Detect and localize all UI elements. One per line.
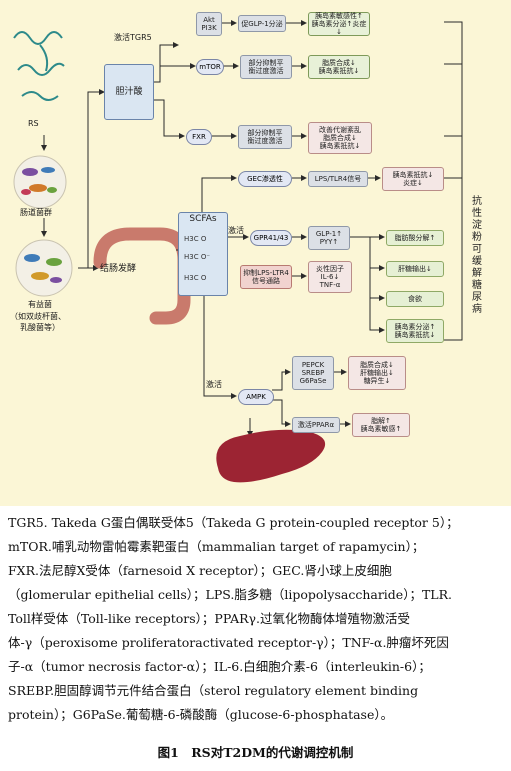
activate-label-2: 激活 bbox=[206, 380, 222, 389]
outcome-3: 改善代谢紊乱脂质合成↓胰岛素抵抗↓ bbox=[308, 122, 372, 154]
probiotics-note-1: （如双歧杆菌、 bbox=[10, 312, 66, 321]
caption-line-2: mTOR.哺乳动物雷帕霉素靶蛋白（mammalian target of rap… bbox=[8, 539, 425, 554]
probiotics-note-2: 乳酸菌等） bbox=[20, 323, 60, 332]
mtor-node: mTOR bbox=[196, 59, 224, 75]
starch-molecule-icon bbox=[13, 31, 65, 101]
lps-tlr4-node: LPS/TLR4信号 bbox=[308, 171, 368, 187]
caption-line-5: Toll样受体（Toll-like receptors）；PPARγ.过氧化物酶… bbox=[8, 611, 410, 626]
probiotics-label: 有益菌 bbox=[28, 300, 52, 309]
glp1-pyy-node: GLP-1↑PYY↑ bbox=[308, 226, 350, 250]
diagram: RS 肠道菌群 有益菌 （如双歧杆菌、 乳酸菌等） 胆汁酸 结肠发酵 激活TGR… bbox=[0, 0, 511, 506]
colon-fermentation-label: 结肠发酵 bbox=[100, 264, 137, 274]
scfas-node: SCFAs bbox=[178, 212, 228, 296]
hepatic-output-node: 肝糖输出↓ bbox=[386, 261, 444, 277]
glp1-secretion-node: 促GLP-1分泌 bbox=[238, 15, 286, 32]
side-label: 抗性淀粉可缓解糖尿病 bbox=[472, 196, 482, 315]
outcome-6: 脂质合成↓肝糖输出↓糖异生↓ bbox=[348, 356, 406, 390]
chem-acetate: H3C O bbox=[184, 235, 207, 243]
caption-line-3: FXR.法尼醇X受体（farnesoid X receptor）；GEC.肾小球… bbox=[8, 563, 392, 578]
gpr-node: GPR41/43 bbox=[250, 230, 292, 246]
colon-icon bbox=[93, 227, 191, 325]
lipolysis-node: 脂肪酸分解↑ bbox=[386, 230, 444, 246]
caption-line-9: protein）；G6PaSe.葡萄糖-6-磷酸酶（glucose-6-phos… bbox=[8, 707, 394, 722]
caption-line-8: SREBP.胆固醇调节元件结合蛋白（sterol regulatory elem… bbox=[8, 683, 419, 698]
liver-icon bbox=[216, 429, 326, 483]
outcome-5: 胰岛素分泌↑胰岛素抵抗↓ bbox=[386, 319, 444, 343]
figure-title: 图1 RS对T2DM的代谢调控机制 bbox=[157, 745, 354, 760]
gec-node: GEC渗透性 bbox=[238, 171, 292, 187]
rs-label: RS bbox=[28, 119, 39, 128]
outcome-2: 脂质合成↓胰岛素抵抗↓ bbox=[308, 55, 370, 79]
fxr-inhibit-node: 部分抑制平衡过度激活 bbox=[238, 125, 292, 149]
activate-tgr5-label: 激活TGR5 bbox=[114, 33, 152, 42]
chem-propionate: H3C O⁻ bbox=[184, 253, 211, 261]
gut-flora-label: 肠道菌群 bbox=[20, 208, 52, 217]
caption-line-4: （glomerular epithelial cells）；LPS.脂多糖（li… bbox=[8, 587, 452, 602]
outcome-7: 脂解↑胰岛素敏感↑ bbox=[352, 413, 410, 437]
caption-line-6: 体-γ（peroxisome proliferatoractivated rec… bbox=[8, 635, 449, 650]
appetite-node: 食欲 bbox=[386, 291, 444, 307]
mtor-inhibit-node: 部分抑制平衡过度激活 bbox=[240, 55, 292, 79]
fxr-node: FXR bbox=[186, 129, 212, 145]
caption-line-7: 子-α（tumor necrosis factor-α）；IL-6.白细胞介素-… bbox=[8, 659, 431, 674]
ampk-node: AMPK bbox=[238, 389, 274, 405]
outcome-4: 胰岛素抵抗↓炎症↓ bbox=[382, 167, 444, 191]
probiotics-icon bbox=[15, 239, 73, 297]
bile-acid-node: 胆汁酸 bbox=[104, 64, 154, 120]
chem-butyrate: H3C O bbox=[184, 274, 207, 282]
caption-line-1: TGR5. Takeda G蛋白偶联受体5（Takeda G protein-c… bbox=[8, 515, 459, 530]
ppar-node: 激活PPARα bbox=[292, 417, 340, 433]
gut-flora-icon bbox=[13, 155, 67, 209]
outcome-1: 胰岛素敏感性↑胰岛素分泌↑炎症↓ bbox=[308, 12, 370, 36]
activate-label-1: 激活 bbox=[228, 226, 244, 235]
